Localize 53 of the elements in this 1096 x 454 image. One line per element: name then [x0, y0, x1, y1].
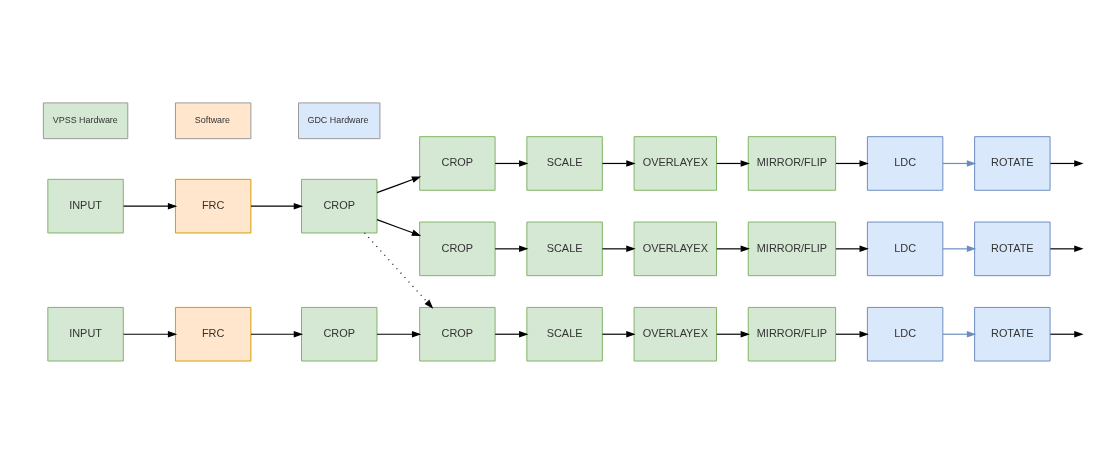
node-box: MIRROR/FLIP — [747, 221, 837, 276]
legend-label: VPSS Hardware — [52, 114, 118, 125]
arrow — [376, 330, 422, 337]
node-box: OVERLAYEX — [633, 135, 717, 191]
arrow — [601, 245, 636, 252]
node-box: INPUT — [47, 306, 124, 362]
legend-label: GDC Hardware — [307, 114, 369, 125]
arrow — [364, 231, 434, 309]
node-box: ROTATE — [974, 135, 1051, 191]
node-box: SCALE — [526, 221, 603, 276]
node-box: OVERLAYEX — [633, 306, 717, 362]
arrow — [1049, 330, 1084, 337]
arrow — [1049, 245, 1084, 252]
arrow — [716, 330, 750, 337]
arrow — [601, 330, 636, 337]
arrow — [835, 159, 869, 167]
arrow — [835, 330, 869, 337]
node-box: MIRROR/FLIP — [747, 306, 837, 362]
node-box: LDC — [866, 135, 944, 191]
node-box: ROTATE — [974, 221, 1051, 276]
node-box: CROP — [419, 306, 496, 362]
arrow — [494, 159, 529, 167]
arrow — [716, 245, 750, 252]
node-box: CROP — [419, 221, 496, 276]
arrow — [494, 245, 529, 252]
arrow — [835, 245, 869, 252]
arrow — [122, 202, 178, 209]
node-box: SCALE — [526, 135, 603, 191]
node-box: FRC — [174, 178, 252, 233]
node-box: CROP — [301, 178, 378, 233]
arrow — [601, 159, 636, 167]
node-box: CROP — [419, 135, 496, 191]
node-box: ROTATE — [974, 306, 1051, 362]
arrow — [1049, 159, 1084, 167]
node-box: OVERLAYEX — [633, 221, 717, 276]
arrow — [942, 245, 977, 252]
legend-label: Software — [194, 114, 230, 125]
arrow — [942, 159, 977, 167]
node-box: MIRROR/FLIP — [747, 135, 837, 191]
node-box: LDC — [866, 221, 944, 276]
arrow — [494, 330, 529, 337]
node-box: LDC — [866, 306, 944, 362]
arrow — [716, 159, 750, 167]
arrow — [250, 202, 304, 209]
arrow — [942, 330, 977, 337]
arrow — [376, 175, 422, 193]
node-box: INPUT — [47, 178, 124, 233]
node-box: CROP — [301, 306, 378, 362]
arrow — [376, 218, 422, 236]
arrow — [250, 330, 304, 337]
node-box: FRC — [174, 306, 252, 362]
node-box: SCALE — [526, 306, 603, 362]
arrow — [122, 330, 178, 337]
